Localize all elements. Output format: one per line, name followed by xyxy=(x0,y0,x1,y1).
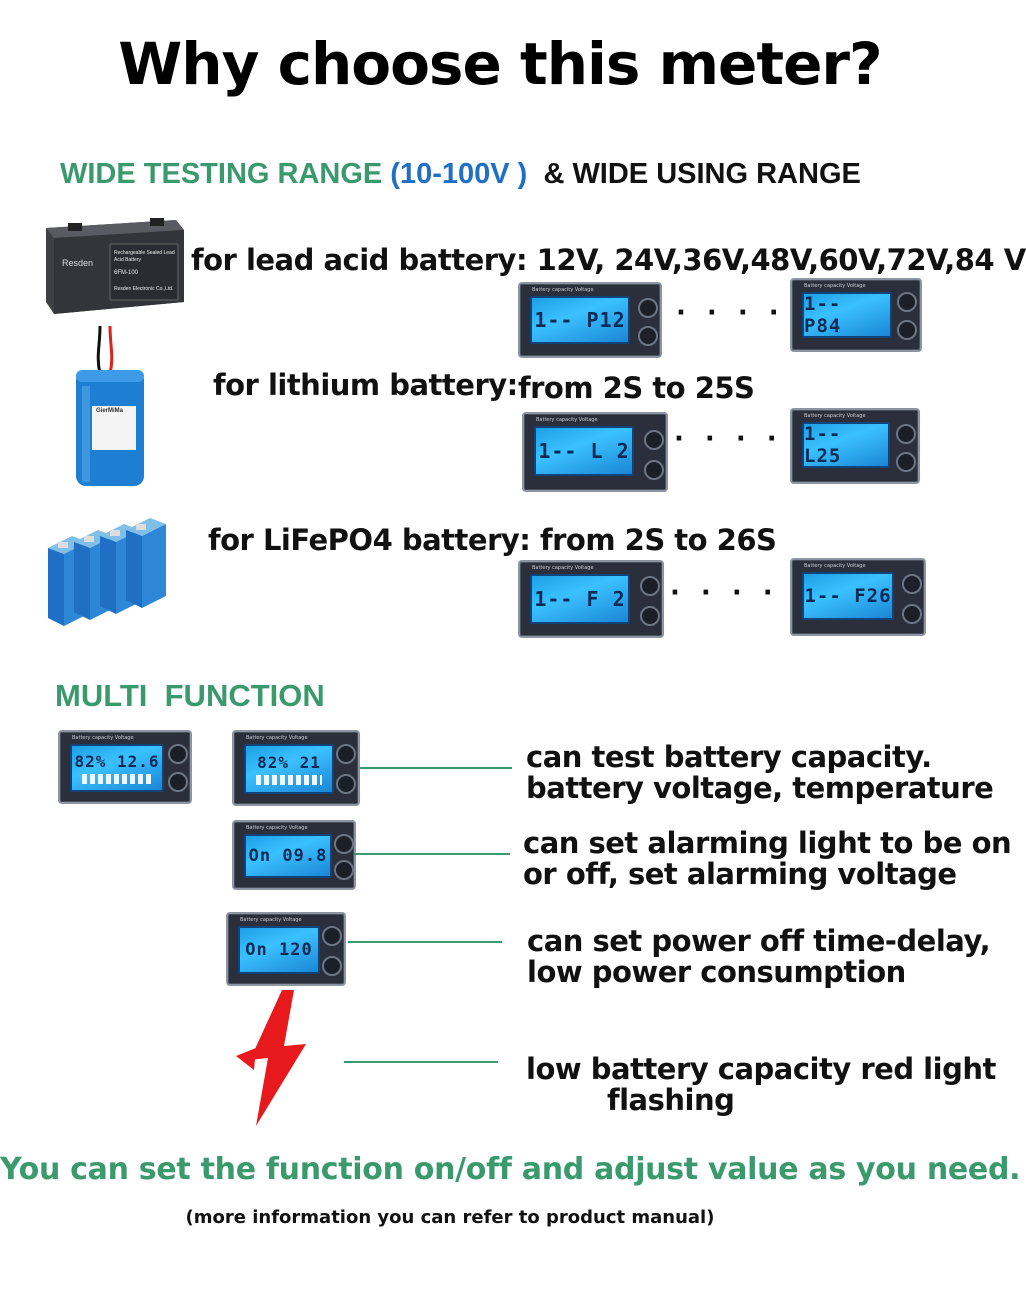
meter-f2: Battery capacity Voltage 1-- F 2 xyxy=(518,560,664,638)
meter-readout: 82% 12.6 xyxy=(74,752,160,771)
multi-function-heading: MULTI FUNCTION xyxy=(55,678,325,713)
lifepo4-battery-image xyxy=(44,518,174,630)
desc-line: can set power off time-delay, xyxy=(527,924,991,958)
meter-button xyxy=(897,292,917,312)
function-capacity-desc: can test battery capacity. battery volta… xyxy=(526,740,994,805)
meter-caption: Battery capacity Voltage xyxy=(804,563,866,569)
meter-caption: Battery capacity Voltage xyxy=(532,287,594,293)
desc-line: flashing xyxy=(607,1083,735,1117)
connector-line xyxy=(360,767,512,769)
meter-readout: On 120 xyxy=(245,940,313,960)
range-heading-part1: WIDE TESTING RANGE xyxy=(60,158,391,190)
capacity-bars xyxy=(82,774,152,784)
meter-caption: Battery capacity Voltage xyxy=(72,735,134,741)
connector-line xyxy=(354,853,510,855)
meter-caption: Battery capacity Voltage xyxy=(532,565,594,571)
range-heading-part2: (10-100V ) xyxy=(390,158,528,190)
meter-readout: 82% 21 xyxy=(257,753,321,772)
meter-button xyxy=(638,326,658,346)
meter-caption: Battery capacity Voltage xyxy=(804,283,866,289)
meter-readout: 1-- L25 xyxy=(804,423,842,467)
meter-readout: 1-- F26 xyxy=(804,585,892,607)
meter-button xyxy=(334,860,354,880)
function-power-desc: can set power off time-delay, low power … xyxy=(527,924,991,989)
desc-line: low battery capacity red light xyxy=(526,1052,996,1086)
meter-button xyxy=(640,606,660,626)
meter-readout: 1-- P12 xyxy=(534,308,626,332)
desc-line: battery voltage, temperature xyxy=(526,771,994,805)
meter-button xyxy=(902,604,922,624)
function-lowbattery-desc: low battery capacity red light flashing xyxy=(526,1054,996,1116)
lead-acid-label: for lead acid battery: xyxy=(191,243,528,277)
meter-l25: Battery capacity Voltage 1-- L25 xyxy=(790,408,920,484)
meter-caption: Battery capacity Voltage xyxy=(240,917,302,923)
lithium-battery-image: GierMiMa xyxy=(70,325,150,488)
meter-button xyxy=(322,956,342,976)
lifepo4-range: from 2S to 26S xyxy=(539,523,777,557)
lead-acid-model: 6FM-100 xyxy=(114,270,139,276)
meter-button xyxy=(644,460,664,480)
meter-button xyxy=(897,320,917,340)
meter-p12: Battery capacity Voltage 1-- P12 xyxy=(518,282,662,358)
lead-acid-voltages: 12V, 24V,36V,48V,60V,72V,84 V xyxy=(536,243,1026,277)
footer-main-text: You can set the function on/off and adju… xyxy=(0,1152,1021,1187)
connector-line xyxy=(344,1061,498,1063)
meter-button xyxy=(168,772,188,792)
meter-capacity-temperature: Battery capacity Voltage 82% 21 xyxy=(232,730,360,806)
meter-l2: Battery capacity Voltage 1-- L 2 xyxy=(522,412,668,492)
meter-button xyxy=(322,926,342,946)
meter-button xyxy=(336,774,356,794)
meter-button xyxy=(334,834,354,854)
meter-readout: 1-- L 2 xyxy=(538,439,630,463)
meter-button xyxy=(644,430,664,450)
meter-button xyxy=(638,298,658,318)
meter-button xyxy=(902,574,922,594)
connector-line xyxy=(348,941,502,943)
lithium-row: for lithium battery: xyxy=(213,368,518,402)
meter-readout: 1-- F 2 xyxy=(534,587,626,611)
lead-acid-row: for lead acid battery: 12V, 24V,36V,48V,… xyxy=(191,243,1026,277)
meter-f26: Battery capacity Voltage 1-- F26 xyxy=(790,558,926,636)
meter-p84: Battery capacity Voltage 1-- P84 xyxy=(790,278,922,352)
meter-button xyxy=(896,452,916,472)
range-heading-part3: & WIDE USING RANGE xyxy=(543,158,861,190)
lithium-range: from 2S to 25S xyxy=(518,371,755,405)
desc-line: can test battery capacity. xyxy=(526,740,932,774)
red-lightning-icon xyxy=(234,990,308,1126)
meter-caption: Battery capacity Voltage xyxy=(804,413,866,419)
desc-line: low power consumption xyxy=(527,955,906,989)
meter-button xyxy=(168,744,188,764)
meter-caption: Battery capacity Voltage xyxy=(246,825,308,831)
capacity-bars xyxy=(256,775,322,785)
meter-button xyxy=(896,424,916,444)
function-alarm-desc: can set alarming light to be on or off, … xyxy=(523,826,1012,891)
lifepo4-row: for LiFePO4 battery: from 2S to 26S xyxy=(208,523,777,557)
meter-button xyxy=(640,576,660,596)
meter-readout: On 09.8 xyxy=(248,846,328,866)
lead-acid-maker: Resden Electronic Co.,Ltd. xyxy=(114,286,174,292)
lifepo4-label: for LiFePO4 battery: xyxy=(208,523,531,557)
lithium-brand: GierMiMa xyxy=(96,408,124,414)
meter-alarm: Battery capacity Voltage On 09.8 xyxy=(232,820,356,890)
meter-power-delay: Battery capacity Voltage On 120 xyxy=(226,912,346,986)
meter-capacity-voltage: Battery capacity Voltage 82% 12.6 xyxy=(58,730,192,804)
meter-button xyxy=(336,744,356,764)
page-title: Why choose this meter? xyxy=(118,30,882,98)
lead-acid-desc: Rechargeable Sealed Lead Acid Battery xyxy=(114,250,175,263)
desc-line: can set alarming light to be on xyxy=(523,826,1012,860)
desc-line: or off, set alarming voltage xyxy=(523,857,957,891)
range-heading: WIDE TESTING RANGE (10-100V ) & WIDE USI… xyxy=(60,158,861,191)
lithium-label: for lithium battery: xyxy=(213,368,518,402)
meter-caption: Battery capacity Voltage xyxy=(536,417,598,423)
meter-readout: 1-- P84 xyxy=(804,293,842,337)
lead-acid-brand: Resden xyxy=(62,258,94,268)
lead-acid-battery-image: Resden Rechargeable Sealed Lead Acid Bat… xyxy=(38,210,188,318)
meter-caption: Battery capacity Voltage xyxy=(246,735,308,741)
footer-note: (more information you can refer to produ… xyxy=(185,1207,715,1228)
